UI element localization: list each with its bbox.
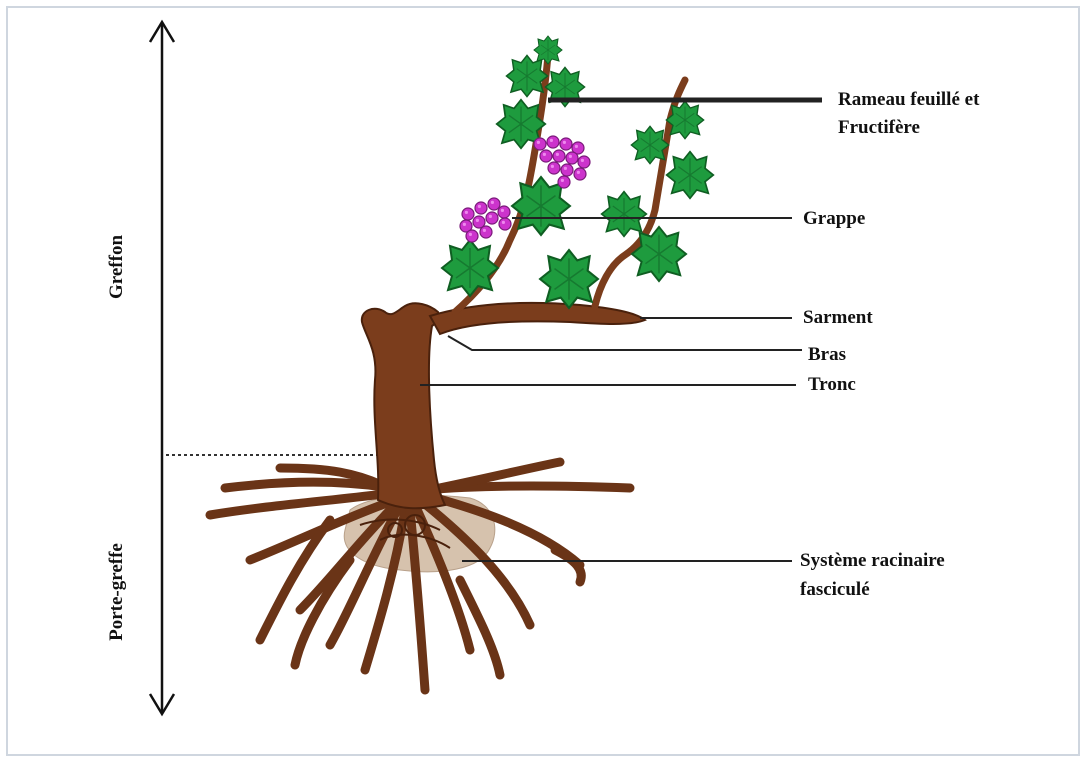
label-systeme-line2: fasciculé <box>800 576 870 603</box>
grape-cluster-lower <box>460 198 511 242</box>
label-rameau-line1: Rameau feuillé et <box>838 86 979 113</box>
label-tronc: Tronc <box>808 371 856 398</box>
leader-bras <box>448 336 802 350</box>
label-systeme-line1: Système racinaire <box>800 547 945 574</box>
label-porte-greffe: Porte-greffe <box>106 530 130 654</box>
label-rameau-line2: Fructifère <box>838 114 920 141</box>
label-grappe: Grappe <box>803 205 865 232</box>
label-sarment: Sarment <box>803 304 873 331</box>
label-bras: Bras <box>808 341 846 368</box>
height-arrow <box>150 22 174 714</box>
label-greffon: Greffon <box>106 227 130 307</box>
